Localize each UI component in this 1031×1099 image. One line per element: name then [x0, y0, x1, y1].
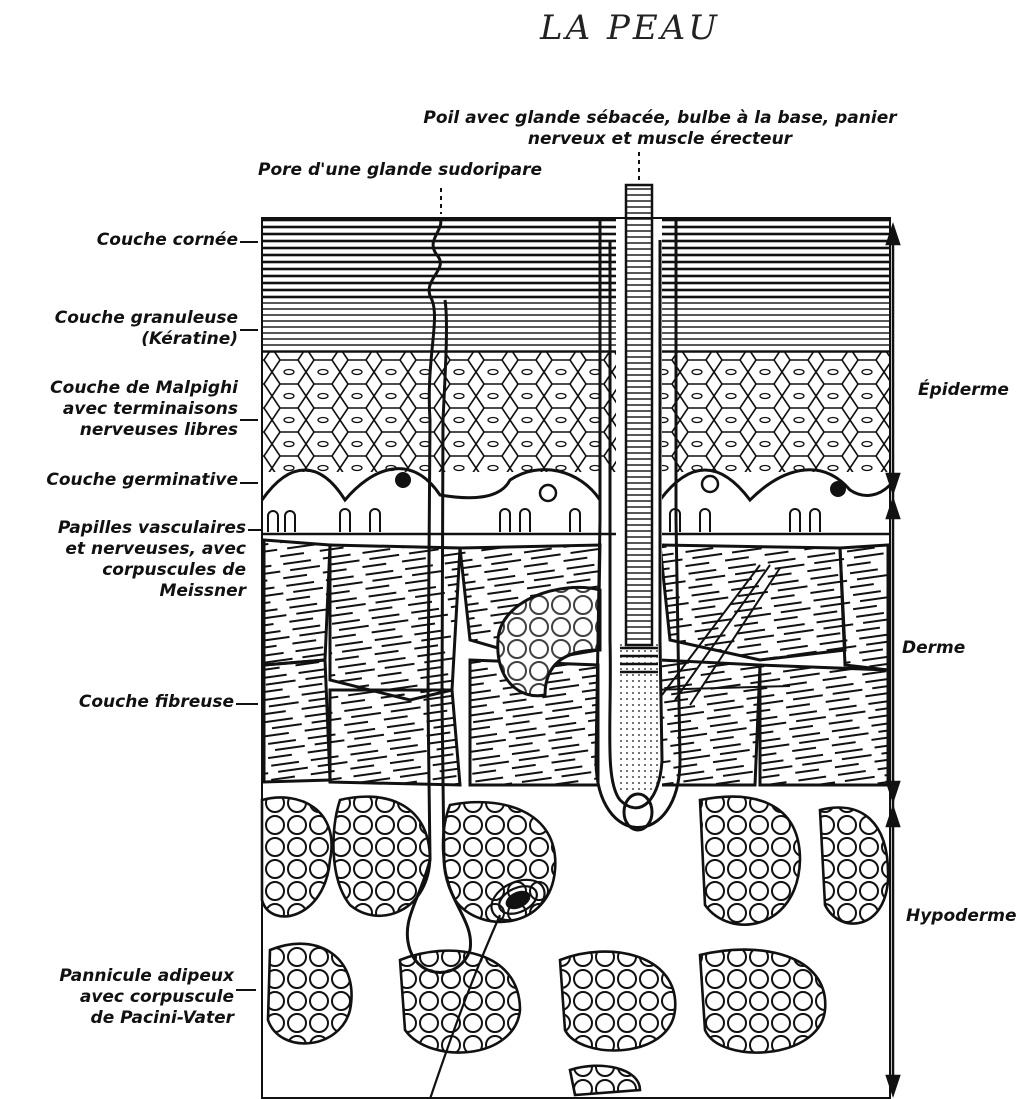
- hair-shaft: [620, 185, 658, 672]
- dermis-fibrous-layer: [264, 540, 888, 785]
- dermal-papillae: [262, 509, 890, 534]
- hair-bulb-matrix: [620, 640, 658, 790]
- stratum-corneum: [262, 218, 890, 352]
- malpighi-layer: [262, 352, 890, 472]
- germinative-layer: [262, 469, 890, 500]
- hypodermis-fat-lobules: [262, 797, 888, 1095]
